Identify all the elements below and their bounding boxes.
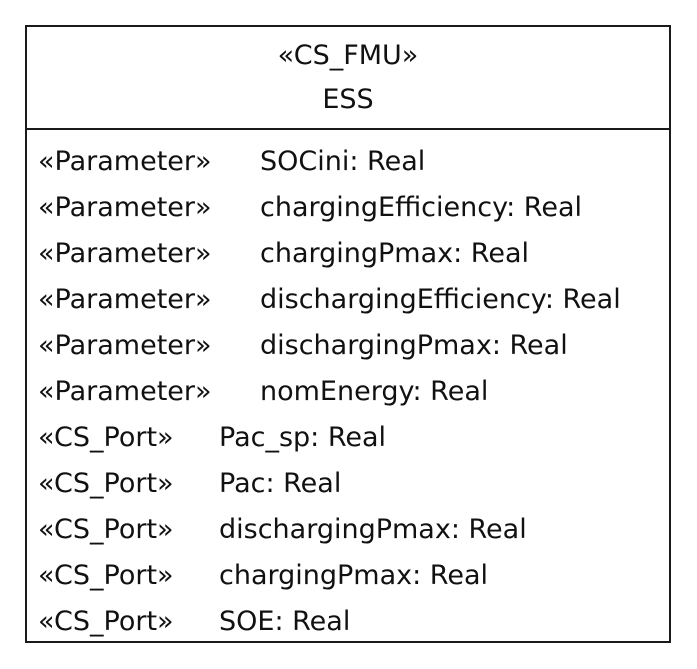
attribute-name: SOE: Real [219,605,351,637]
attribute-row[interactable]: «CS_Port» dischargingPmax: Real [38,506,669,552]
attribute-name: Pac: Real [219,467,342,499]
class-header: «CS_FMU» ESS [27,27,669,130]
attribute-name: chargingPmax: Real [260,237,530,269]
attribute-stereotype: «CS_Port» [38,605,174,637]
attribute-row[interactable]: «Parameter» chargingEfficiency: Real [38,184,669,230]
attribute-name: Pac_sp: Real [219,421,387,453]
attribute-row[interactable]: «Parameter» dischargingPmax: Real [38,322,669,368]
attribute-row[interactable]: «Parameter» chargingPmax: Real [38,230,669,276]
attribute-name: SOCini: Real [260,145,426,177]
attribute-stereotype: «CS_Port» [38,467,174,499]
class-name: ESS [322,83,374,115]
attribute-stereotype: «Parameter» [38,283,212,315]
attribute-row[interactable]: «Parameter» SOCini: Real [38,138,669,184]
attribute-stereotype: «Parameter» [38,329,212,361]
class-stereotype: «CS_FMU» [277,39,419,71]
attribute-row[interactable]: «CS_Port» chargingPmax: Real [38,552,669,598]
attribute-row[interactable]: «CS_Port» Pac: Real [38,460,669,506]
attribute-row[interactable]: «Parameter» nomEnergy: Real [38,368,669,414]
attribute-row[interactable]: «CS_Port» Pac_sp: Real [38,414,669,460]
attribute-stereotype: «CS_Port» [38,421,174,453]
attribute-name: nomEnergy: Real [260,375,489,407]
attribute-name: dischargingEfficiency: Real [260,283,621,315]
attribute-row[interactable]: «CS_Port» SOE: Real [38,598,669,644]
attribute-stereotype: «CS_Port» [38,513,174,545]
uml-class-box[interactable]: «CS_FMU» ESS «Parameter»SOCini: Real«Par… [25,25,671,643]
attribute-stereotype: «Parameter» [38,237,212,269]
attribute-name: chargingEfficiency: Real [260,191,582,223]
attribute-stereotype: «CS_Port» [38,559,174,591]
attribute-compartment: «Parameter» SOCini: Real «Parameter» chargi… [27,130,669,644]
attribute-name: dischargingPmax: Real [260,329,568,361]
attribute-stereotype: «Parameter» [38,191,212,223]
attribute-name: chargingPmax: Real [219,559,489,591]
attribute-stereotype: «Parameter» [38,375,212,407]
attribute-name: dischargingPmax: Real [219,513,527,545]
attribute-row[interactable]: «Parameter» dischargingEfficiency: Real [38,276,669,322]
attribute-stereotype: «Parameter» [38,145,212,177]
